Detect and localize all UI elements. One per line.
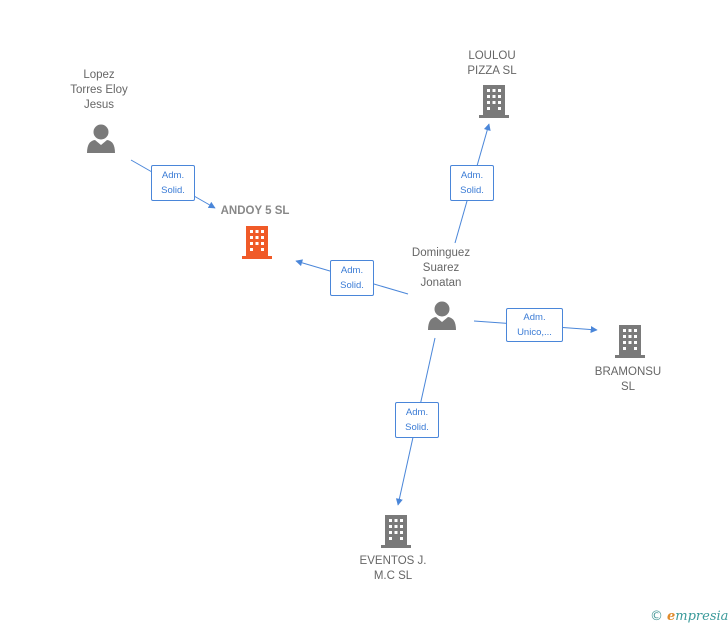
empresia-watermark: © empresia	[650, 609, 728, 624]
edge-label-lopez-andoy[interactable]: Adm. Solid.	[151, 165, 195, 201]
person-icon	[428, 301, 456, 330]
building-icon	[615, 325, 645, 358]
person-icon	[87, 124, 115, 153]
building-icon-focus	[242, 226, 272, 259]
edge-label-dominguez-loulou[interactable]: Adm. Solid.	[450, 165, 494, 201]
building-icon	[381, 515, 411, 548]
node-label-andoy[interactable]: ANDOY 5 SL	[220, 205, 290, 217]
brand-initial: e	[667, 609, 676, 624]
node-label-lopez[interactable]: Lopez Torres Eloy Jesus	[70, 69, 128, 111]
node-label-bramonsu[interactable]: BRAMONSU SL	[594, 366, 662, 393]
edge-label-dominguez-eventos[interactable]: Adm. Solid.	[395, 402, 439, 438]
node-label-eventos[interactable]: EVENTOS J. M.C SL	[359, 555, 427, 582]
node-label-loulou[interactable]: LOULOU PIZZA SL	[467, 50, 517, 77]
copyright-symbol: ©	[650, 609, 663, 624]
edge-label-dominguez-andoy[interactable]: Adm. Solid.	[330, 260, 374, 296]
edge-label-dominguez-bramonsu[interactable]: Adm. Unico,...	[506, 308, 563, 342]
brand-name: mpresia	[675, 609, 728, 624]
building-icon	[479, 85, 509, 118]
node-label-dominguez[interactable]: Dominguez Suarez Jonatan	[411, 247, 471, 289]
